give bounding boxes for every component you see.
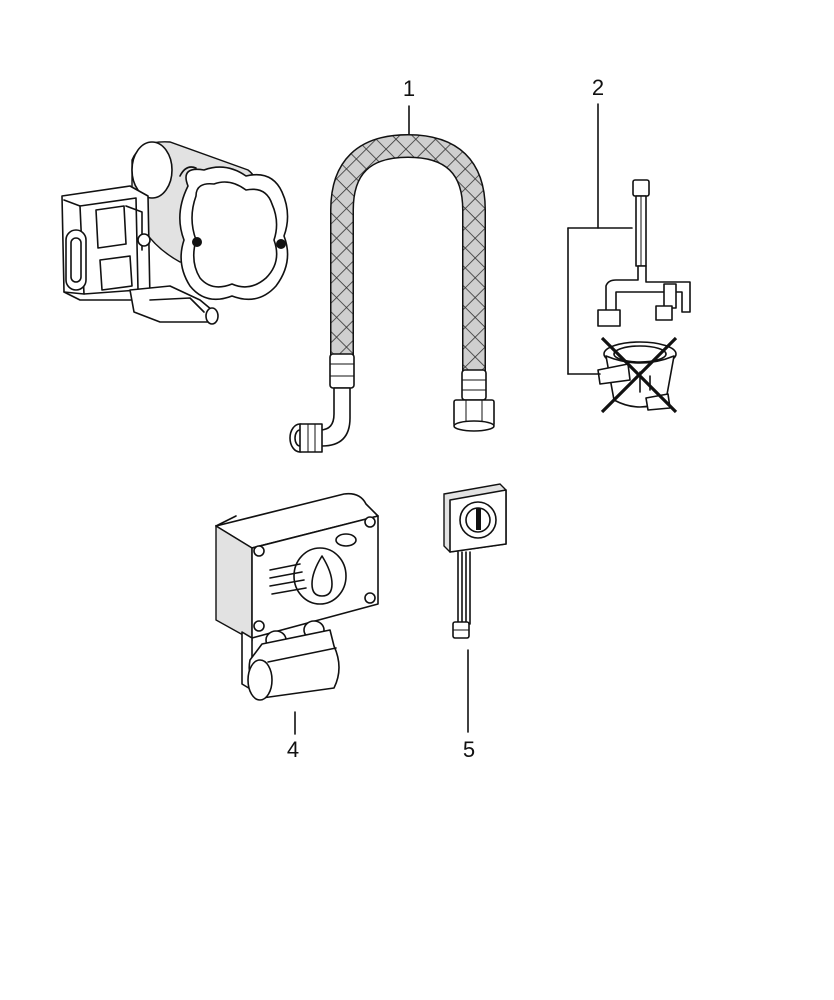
callout-5: 5: [463, 737, 475, 762]
hand-water-drop-icon: [269, 547, 347, 605]
part-5-sensor-plate: [443, 483, 507, 639]
cross-out-line-2: [600, 336, 678, 414]
part-2-valve-bracket: [597, 179, 691, 414]
leader-lines: [294, 103, 633, 735]
part-4-control-box: [215, 492, 379, 701]
part-1-braided-hose: [289, 133, 495, 453]
callout-4: 4: [287, 737, 299, 762]
callout-2: 2: [592, 75, 604, 100]
valve-assembly: [61, 141, 289, 325]
callout-1: 1: [403, 76, 415, 101]
crossed-out-alternative: [597, 336, 678, 414]
